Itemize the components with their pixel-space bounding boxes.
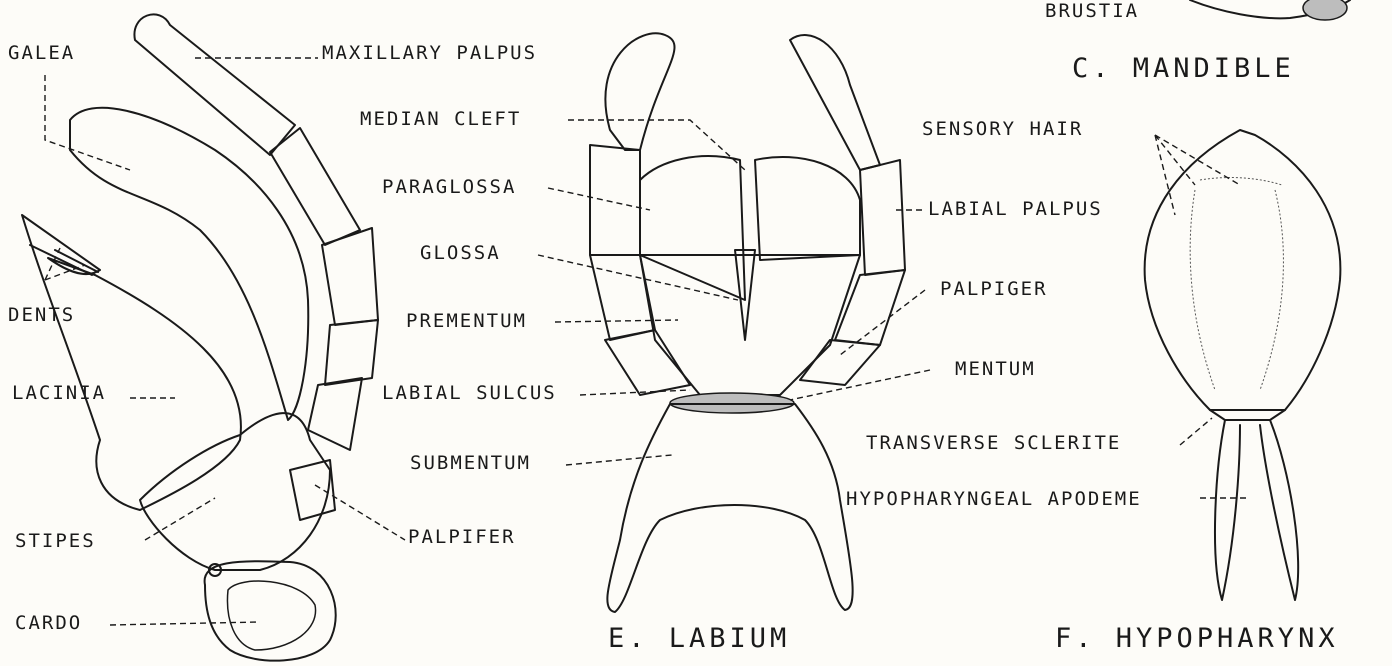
label-glossa: GLOSSA — [420, 244, 501, 263]
labium-drawing — [590, 33, 905, 612]
label-mentum: MENTUM — [955, 360, 1036, 379]
palpus-segment-4 — [325, 320, 378, 385]
mandible-drawing — [1190, 0, 1350, 20]
palpus-segment-2 — [270, 128, 360, 245]
label-prementum: PREMENTUM — [406, 312, 527, 331]
stipes-shape — [140, 413, 330, 570]
label-lacinia: LACINIA — [12, 384, 106, 403]
caption-mandible: C. MANDIBLE — [1072, 55, 1295, 82]
submentum-shape — [607, 404, 852, 612]
label-sensory-hair: SENSORY HAIR — [922, 120, 1083, 139]
label-cardo: CARDO — [15, 614, 82, 633]
palpus-segment-1 — [134, 14, 295, 155]
label-stipes: STIPES — [15, 532, 96, 551]
hypopharynx-shape — [1145, 130, 1341, 410]
hypopharynx-drawing — [1145, 130, 1341, 600]
label-palpiger: PALPIGER — [940, 280, 1048, 299]
palpus-segment-3 — [322, 228, 378, 325]
label-transverse-sclerite: TRANSVERSE SCLERITE — [866, 434, 1121, 453]
label-brustia: BRUSTIA — [1045, 2, 1139, 21]
maxilla-drawing — [22, 14, 378, 660]
brustia-shape — [1303, 0, 1347, 20]
label-submentum: SUBMENTUM — [410, 454, 531, 473]
caption-hypopharynx: F. HYPOPHARYNX — [1055, 625, 1339, 652]
prementum-shape — [640, 255, 860, 395]
label-maxillary-palpus: MAXILLARY PALPUS — [322, 44, 537, 63]
label-labial-sulcus: LABIAL SULCUS — [382, 384, 557, 403]
label-palpifer: PALPIFER — [408, 528, 516, 547]
label-galea: GALEA — [8, 44, 75, 63]
palpus-segment-5 — [308, 378, 362, 450]
label-dents: DENTS — [8, 306, 75, 325]
label-median-cleft: MEDIAN CLEFT — [360, 110, 521, 129]
transverse-sclerite-shape — [1210, 410, 1285, 420]
caption-labium: E. LABIUM — [608, 625, 790, 652]
label-paraglossa: PARAGLOSSA — [382, 178, 516, 197]
label-hypopharyngeal-apodeme: HYPOPHARYNGEAL APODEME — [846, 490, 1142, 509]
label-labial-palpus: LABIAL PALPUS — [928, 200, 1103, 219]
